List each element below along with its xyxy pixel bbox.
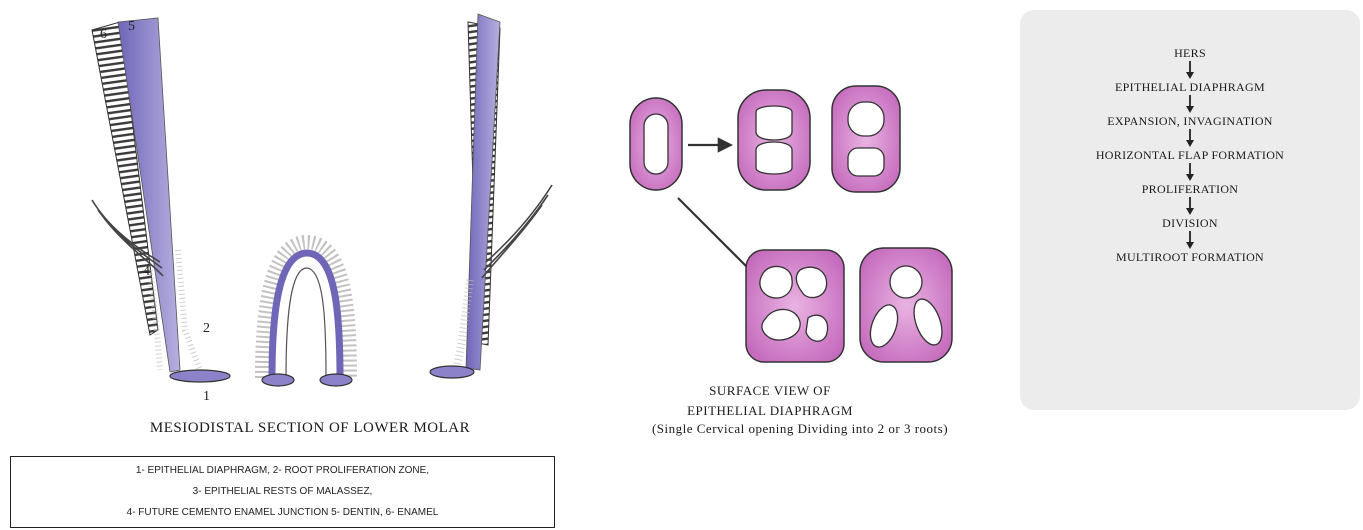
- down-arrow-icon: [1185, 60, 1195, 80]
- down-arrow-icon: [1185, 230, 1195, 250]
- legend-line-2: 3- EPITHELIAL RESTS OF MALASSEZ,: [11, 481, 554, 502]
- mesiodistal-section-panel: 1 2 4 5 6 MESIODISTAL SECTION OF LOWER M…: [0, 0, 560, 530]
- legend-box: 1- EPITHELIAL DIAPHRAGM, 2- ROOT PROLIFE…: [10, 456, 555, 528]
- down-arrow-icon: [1185, 94, 1195, 114]
- horizontal-flap-ring: [832, 86, 900, 192]
- surface-view-panel: SURFACE VIEW OF EPITHELIAL DIAPHRAGM (Si…: [570, 0, 1030, 470]
- surface-view-drawing: [570, 0, 1030, 380]
- left-diaphragm: [170, 370, 230, 382]
- three-root-irregular-ring: [746, 250, 844, 362]
- single-opening-ring: [630, 98, 682, 190]
- section-caption: MESIODISTAL SECTION OF LOWER MOLAR: [60, 420, 560, 437]
- flow-step: PROLIFERATION: [1142, 182, 1239, 196]
- right-diaphragm: [430, 366, 474, 378]
- surface-caption-line1: SURFACE VIEW OF: [570, 383, 970, 399]
- marker-2: 2: [203, 321, 210, 336]
- marker-6: 6: [100, 27, 107, 42]
- legend-line-3: 4- FUTURE CEMENTO ENAMEL JUNCTION 5- DEN…: [11, 502, 554, 523]
- down-arrow-icon: [1185, 162, 1195, 182]
- center-diaphragm-left: [262, 374, 294, 386]
- flow-step: EXPANSION, INVAGINATION: [1107, 114, 1273, 128]
- mesiodistal-section-drawing: 1 2 4 5 6: [0, 0, 560, 420]
- marker-5: 5: [128, 19, 135, 34]
- marker-4: 4: [143, 264, 150, 279]
- down-arrow-icon: [1185, 128, 1195, 148]
- invagination-ring: [738, 90, 810, 190]
- flow-step: MULTIROOT FORMATION: [1116, 250, 1264, 264]
- flow-step: DIVISION: [1162, 216, 1218, 230]
- marker-1: 1: [203, 389, 210, 404]
- flow-step: HORIZONTAL FLAP FORMATION: [1096, 148, 1284, 162]
- flow-step: EPITHELIAL DIAPHRAGM: [1115, 80, 1265, 94]
- surface-caption-line2: EPITHELIAL DIAPHRAGM: [570, 403, 970, 419]
- center-root-inner: [286, 268, 326, 378]
- surface-caption-line3: (Single Cervical opening Dividing into 2…: [570, 421, 1030, 437]
- legend-line-1: 1- EPITHELIAL DIAPHRAGM, 2- ROOT PROLIFE…: [11, 460, 554, 481]
- center-diaphragm-right: [320, 374, 352, 386]
- flowchart-panel: HERS EPITHELIAL DIAPHRAGM EXPANSION, INVAG…: [1020, 10, 1360, 410]
- flowchart: HERS EPITHELIAL DIAPHRAGM EXPANSION, INVAG…: [1020, 46, 1360, 264]
- three-root-divided-ring: [860, 248, 952, 362]
- flow-step: HERS: [1174, 46, 1206, 60]
- down-arrow-icon: [1185, 196, 1195, 216]
- center-root-dentin: [272, 253, 340, 378]
